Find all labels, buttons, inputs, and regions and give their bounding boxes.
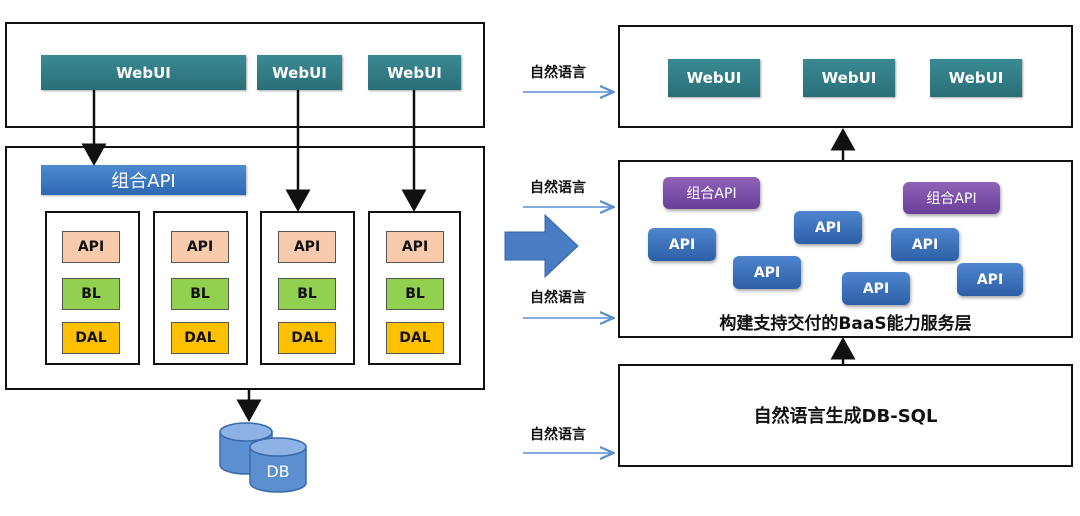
stack-3-dal-cell: DAL	[278, 322, 336, 354]
api-pill-4: API	[733, 256, 801, 289]
left-webui-box-1: WebUI	[41, 55, 246, 90]
api-pill-2: API	[794, 211, 862, 244]
left-webui-box-3: WebUI	[368, 55, 461, 90]
db-sql-layer-frame	[618, 364, 1073, 467]
api-pill-3: API	[891, 228, 959, 261]
right-webui-box-3: WebUI	[930, 59, 1022, 97]
stack-2-bl-cell: BL	[171, 278, 229, 310]
stack-3-api-cell: API	[278, 231, 336, 263]
db-sql-layer-title: 自然语言生成DB-SQL	[753, 406, 938, 427]
natural-language-label-2: 自然语言	[530, 180, 586, 196]
stack-1-api-cell: API	[62, 231, 120, 263]
natural-language-label-3: 自然语言	[530, 290, 586, 306]
stack-2-dal-cell: DAL	[171, 322, 229, 354]
api-pill-5: API	[842, 272, 910, 305]
big-transition-arrow	[504, 213, 579, 279]
stack-1-dal-cell: DAL	[62, 322, 120, 354]
natural-language-label-4: 自然语言	[530, 427, 586, 443]
api-pill-1: API	[648, 228, 716, 261]
baas-layer-title: 构建支持交付的BaaS能力服务层	[719, 313, 972, 334]
combo-api-pill-1: 组合API	[663, 177, 760, 209]
right-webui-box-2: WebUI	[803, 59, 895, 97]
api-pill-6: API	[957, 263, 1023, 296]
left-webui-box-2: WebUI	[257, 55, 342, 90]
stack-4-bl-cell: BL	[386, 278, 444, 310]
stack-3-bl-cell: BL	[278, 278, 336, 310]
combo-api-bar: 组合API	[41, 165, 246, 195]
stack-4-dal-cell: DAL	[386, 322, 444, 354]
db-label: DB	[266, 461, 290, 481]
natural-language-label-1: 自然语言	[530, 65, 586, 81]
stack-4-api-cell: API	[386, 231, 444, 263]
stack-2-api-cell: API	[171, 231, 229, 263]
stack-1-bl-cell: BL	[62, 278, 120, 310]
right-webui-box-1: WebUI	[668, 59, 760, 97]
combo-api-pill-2: 组合API	[903, 182, 1000, 214]
